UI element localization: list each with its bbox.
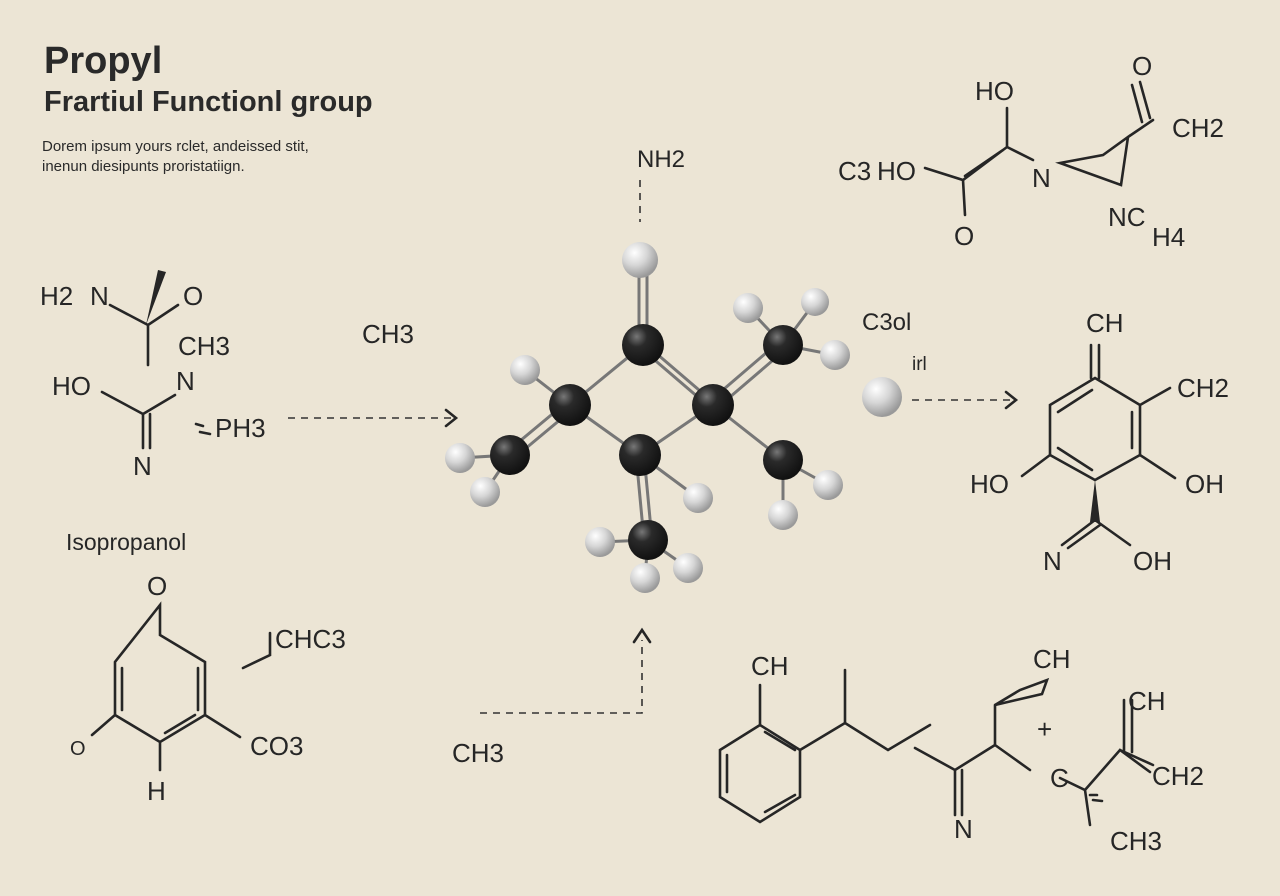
ball-and-stick-model: NH2 C3ol irl: [445, 146, 1019, 768]
carbon-atoms: [490, 324, 803, 560]
atom-label: H: [147, 776, 166, 806]
wedge-bond: [146, 270, 166, 325]
atom-label: O: [70, 738, 86, 760]
bottom-right-molecule: CH CH + CH C CH2 N CH3: [718, 644, 1204, 856]
description-line: Dorem ipsum yours rclet, andeissed stit,: [42, 138, 309, 155]
nh2-label: NH2: [637, 146, 685, 173]
irl-label: irl: [912, 354, 927, 375]
atom-label: N: [90, 281, 109, 311]
page-title: Propyl: [44, 40, 163, 82]
right-molecule: CH CH2 HO OH N OH: [970, 308, 1229, 576]
atom-label: HO: [970, 469, 1009, 499]
atom-label: O: [183, 281, 203, 311]
atom-label: H4: [1152, 222, 1185, 252]
atom-label: C3: [838, 156, 871, 186]
atom-label: N: [176, 366, 195, 396]
atom-label: CHC3: [275, 624, 346, 654]
c3ol-label: C3ol: [862, 309, 911, 336]
atom-label: CH3: [178, 331, 230, 361]
atom-label: CO3: [250, 731, 303, 761]
atom-label: HO: [52, 371, 91, 401]
section-label-isopropanol: Isopropanol: [66, 529, 186, 555]
atom-label: CH: [1128, 686, 1166, 716]
atom-label: O: [954, 221, 974, 251]
atom-label: HO: [877, 156, 916, 186]
atom-label: CH: [1033, 644, 1071, 674]
hydrogen-atoms: [445, 242, 850, 593]
atom-label: N: [1043, 546, 1062, 576]
description-line: inenun diesipunts proristatiign.: [42, 158, 245, 175]
ch3-lower-label: CH3: [452, 738, 504, 768]
atom-label: CH3: [1110, 826, 1162, 856]
atom-label: N: [1032, 163, 1051, 193]
atom-label: CH2: [1152, 761, 1204, 791]
atom-label: PH3: [215, 413, 266, 443]
atom-label: H2: [40, 281, 73, 311]
atom-label: NC: [1108, 202, 1146, 232]
ch3-label: CH3: [362, 319, 414, 349]
atom-label: O: [1132, 51, 1152, 81]
atom-label: OH: [1185, 469, 1224, 499]
atom-label: O: [147, 571, 167, 601]
atom-label: CH: [751, 651, 789, 681]
top-right-molecule: HO O CH2 C3 HO N O NC H4: [838, 51, 1224, 252]
page-subtitle: Frartiul Functionl group: [44, 86, 373, 118]
description: Dorem ipsum yours rclet, andeissed stit,…: [42, 137, 309, 177]
atom-label: +: [1037, 714, 1052, 744]
free-atom: [862, 377, 902, 417]
atom-label: OH: [1133, 546, 1172, 576]
left-molecule: H2 N O CH3 HO N PH3 N: [40, 270, 459, 481]
atom-label: CH2: [1177, 373, 1229, 403]
atom-label: N: [954, 814, 973, 844]
atom-label: HO: [975, 76, 1014, 106]
atom-label: CH2: [1172, 113, 1224, 143]
isopropanol-molecule: O CHC3 CO3 O H: [70, 571, 346, 806]
atom-label: N: [133, 451, 152, 481]
atom-label: CH: [1086, 308, 1124, 338]
